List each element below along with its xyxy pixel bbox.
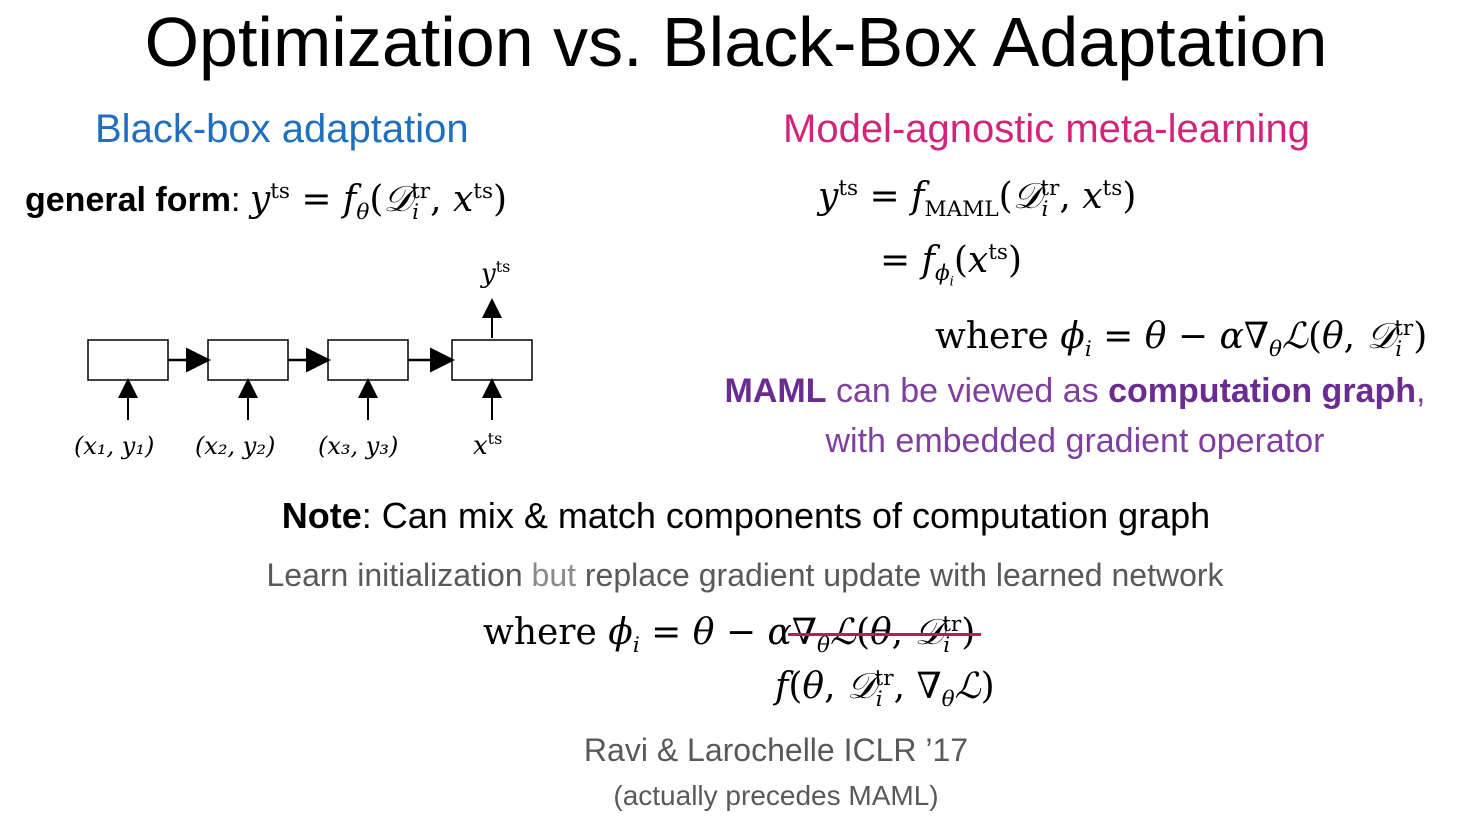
- general-form: general form: yts = fθ(𝒟itr, xts): [25, 179, 508, 226]
- learn-initialization-line: Learn initialization but replace gradien…: [266, 557, 1224, 593]
- output-label: yts: [480, 257, 510, 289]
- rnn-cell-4: [451, 339, 533, 381]
- rnn-cell-2: [207, 339, 289, 381]
- maml-computation-graph-note: MAML can be viewed as computation graph,…: [724, 372, 1426, 460]
- citation: Ravi & Larochelle ICLR ’17: [583, 732, 969, 768]
- query-label: xts: [473, 429, 502, 461]
- rnn-cell-1: [87, 339, 169, 381]
- note-line: Note: Can mix & match components of comp…: [281, 495, 1211, 536]
- input-label-3: (x₃, y₃): [318, 432, 398, 460]
- citation-note: (actually precedes MAML): [613, 780, 939, 811]
- black-box-header: Black-box adaptation: [95, 107, 469, 151]
- maml-header: Model-agnostic meta-learning: [783, 107, 1310, 151]
- rnn-cell-3: [327, 339, 409, 381]
- maml-where-clause: where ϕi = θ − α∇θℒ(θ, 𝒟itr): [935, 316, 1428, 363]
- maml-equation-line-1: yts = fMAML(𝒟itr, xts): [818, 176, 1137, 223]
- recurrent-network-diagram: yts (x₁, y₁) (x₂, y₂) (x₃, y₃) xts: [74, 257, 533, 461]
- general-form-label: general form: [25, 181, 231, 219]
- general-form-equation: yts = fθ(𝒟itr, xts): [249, 179, 508, 226]
- struck-gradient-term: ∇θℒ(θ, 𝒟itr): [791, 612, 976, 659]
- input-label-1: (x₁, y₁): [74, 432, 154, 460]
- learned-update-function: f(θ, 𝒟itr, ∇θℒ): [775, 666, 995, 713]
- replaced-update-equation: where ϕi = θ − α∇θℒ(θ, 𝒟itr): [483, 612, 976, 659]
- maml-equation-line-2: = fϕi(xts): [880, 240, 1022, 290]
- input-label-2: (x₂, y₂): [195, 432, 275, 460]
- slide-title: Optimization vs. Black-Box Adaptation: [144, 3, 1328, 81]
